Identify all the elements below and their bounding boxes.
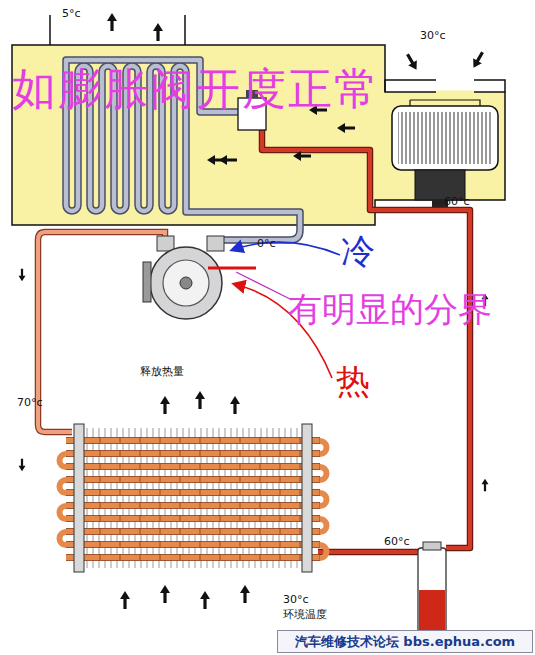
temperature-label: 60°c bbox=[384, 536, 410, 547]
boundary-mark bbox=[208, 267, 256, 270]
evaporator-housing-shape bbox=[12, 45, 505, 225]
hot-label: 热 bbox=[336, 364, 370, 398]
node-text: 汽车维修技术论坛 bbs.ephua.com bbox=[278, 635, 532, 648]
cold-label: 冷 bbox=[341, 234, 375, 268]
discharge-line bbox=[38, 232, 165, 432]
temperature-label: 30°c bbox=[283, 594, 309, 605]
compressor-mount bbox=[143, 262, 151, 302]
ambient-arrow bbox=[160, 585, 170, 603]
blower-duct bbox=[385, 80, 505, 92]
evaporator-housing: 如膨胀阀开度正常 bbox=[12, 45, 512, 225]
compressor-clutch bbox=[163, 260, 209, 306]
compressor-discharge-port bbox=[157, 236, 174, 251]
watermark-box: 汽车维修技术论坛 bbs.ephua.com bbox=[277, 630, 533, 653]
condenser-bends bbox=[60, 441, 327, 558]
temperature-label: 30°c bbox=[420, 30, 446, 41]
flow-arrow bbox=[19, 269, 26, 282]
compressor-body bbox=[150, 247, 222, 319]
blower-inlet-gap bbox=[436, 91, 474, 94]
heat-arrow bbox=[230, 396, 240, 414]
condenser-end-plate bbox=[74, 424, 84, 572]
ambient-arrow bbox=[200, 591, 210, 609]
outlet-duct bbox=[50, 15, 185, 45]
boundary-note: 有明显的分界 bbox=[288, 292, 492, 326]
ambient-arrow bbox=[240, 585, 250, 603]
flow-arrow bbox=[482, 479, 489, 492]
receiver-liquid bbox=[419, 590, 445, 635]
blower-fins bbox=[398, 112, 492, 164]
ambient-arrow bbox=[120, 591, 130, 609]
temperature-label: 70°c bbox=[17, 397, 43, 408]
temperature-label: 5°c bbox=[62, 8, 81, 19]
heat-arrow bbox=[160, 396, 170, 414]
receiver-fitting bbox=[423, 542, 441, 550]
flow-arrow bbox=[19, 459, 26, 472]
temperature-label: 60°c bbox=[444, 196, 470, 207]
discharge-line-outline bbox=[38, 232, 165, 432]
blower-bracket bbox=[410, 100, 480, 106]
heat-arrow bbox=[195, 391, 205, 409]
airflow-arrow bbox=[403, 52, 421, 73]
heat-release-label: 释放热量 bbox=[140, 366, 184, 377]
ambient-label: 环境温度 bbox=[283, 609, 327, 620]
airflow-arrow bbox=[107, 13, 117, 31]
cold-pointer bbox=[232, 242, 340, 255]
airflow-arrow bbox=[153, 23, 163, 41]
airflow-arrow bbox=[469, 50, 487, 71]
node-text: 如膨胀阀开度正常 bbox=[12, 67, 380, 111]
condenser-tubes bbox=[66, 434, 320, 564]
receiver-drier bbox=[418, 548, 446, 636]
airflow-arrow bbox=[219, 155, 237, 165]
compressor-suction-port bbox=[207, 236, 224, 251]
airflow-arrow bbox=[293, 151, 311, 161]
compressor-hub bbox=[180, 277, 192, 289]
temperature-label: 0°c bbox=[257, 238, 276, 249]
condenser-end-plate bbox=[302, 424, 312, 572]
airflow-arrow bbox=[337, 123, 355, 133]
blower-wheel bbox=[392, 106, 498, 170]
